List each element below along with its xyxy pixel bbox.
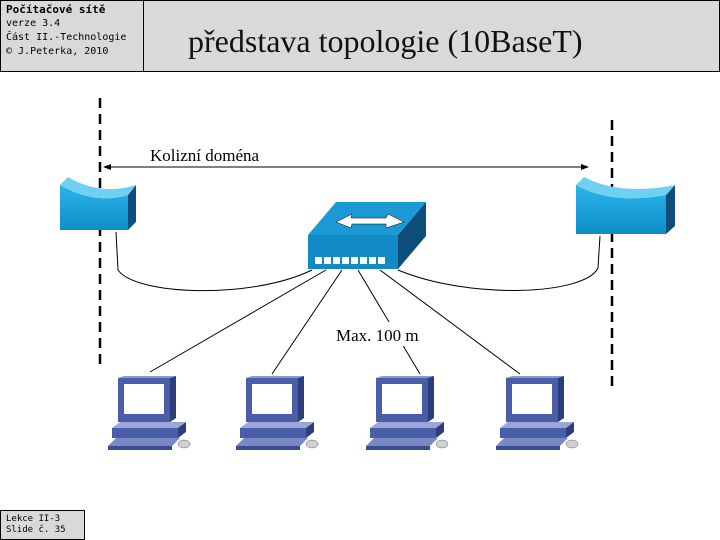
cable-pc2 [271,269,343,375]
lesson-text: Lekce II-3 [6,514,61,524]
computer-1 [107,375,191,451]
cable-pc1 [149,269,327,373]
slide-number-text: Slide č. 35 [6,525,66,535]
footer-box: Lekce II-3 Slide č. 35 [0,510,85,540]
collision-domain-label: Kolizní doména [150,146,260,165]
part-text: Část II.-Technologie [6,32,127,43]
header-info-box: Počítačové sítě verze 3.4 Část II.-Techn… [0,0,144,72]
max-length-label-bg [332,322,436,346]
cable-pc4 [379,269,521,375]
left-bridge-cable [115,231,313,292]
right-bridge-device [576,177,675,234]
hub-device [308,202,426,269]
left-bridge-device [60,177,136,230]
version-text: verze 3.4 [6,18,61,29]
slide-title: představa topologie (10BaseT) [188,23,583,59]
max-length-label: Max. 100 m [336,326,419,345]
computer-2 [235,375,319,451]
right-bridge-cable [397,235,601,291]
copyright-text: © J.Peterka, 2010 [6,46,109,57]
computer-4 [495,375,579,451]
title-bar: představa topologie (10BaseT) [144,0,720,72]
computer-3 [365,375,449,451]
course-name: Počítačové sítě [6,3,106,16]
topology-diagram: Kolizní doména Max. 100 m [60,98,675,451]
